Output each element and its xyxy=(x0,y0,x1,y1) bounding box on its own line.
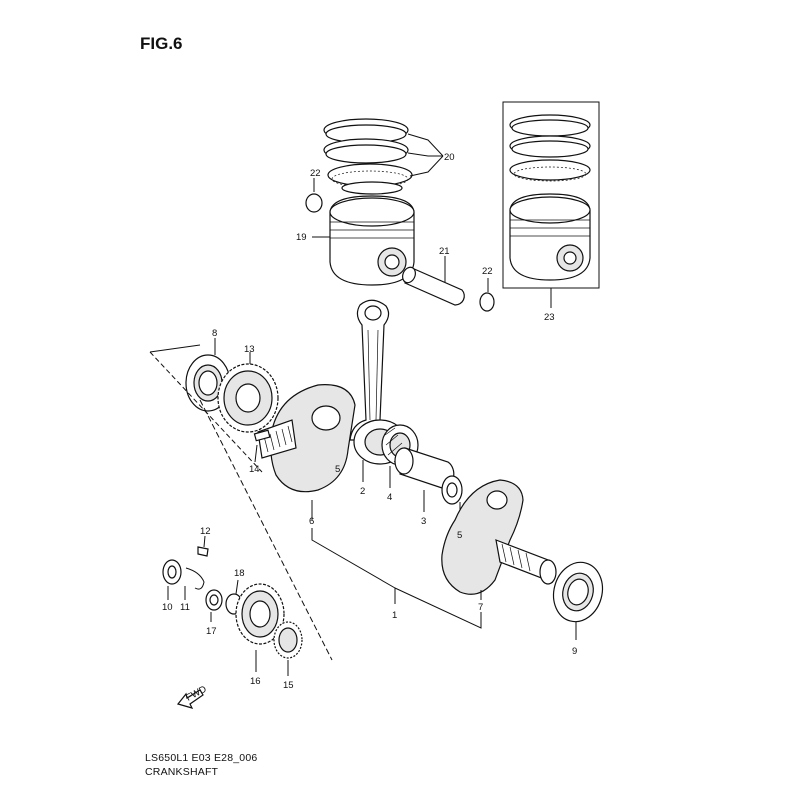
figure-code: LS650L1 E03 E28_006 xyxy=(145,752,258,764)
crankshaft-bearing-right xyxy=(552,561,604,640)
figure-name: CRANKSHAFT xyxy=(145,766,219,778)
thrust-washer-right xyxy=(441,475,463,526)
callout-8: 8 xyxy=(212,328,217,339)
callout-4: 4 xyxy=(387,492,392,503)
washer-and-spacer xyxy=(205,579,243,622)
callout-1: 1 xyxy=(392,610,397,621)
woodruff-key xyxy=(253,429,271,463)
crankshaft-right-half xyxy=(441,479,557,600)
crankshaft-left-half xyxy=(257,384,356,520)
piston xyxy=(312,195,415,286)
callout-5-right: 5 xyxy=(457,530,462,541)
callout-22-left: 22 xyxy=(310,168,321,179)
callout-21: 21 xyxy=(439,246,450,257)
callout-3: 3 xyxy=(421,516,426,527)
callout-13: 13 xyxy=(244,344,255,355)
alignment-lines xyxy=(149,344,333,661)
callout-17: 17 xyxy=(206,626,217,637)
callout-18: 18 xyxy=(234,568,245,579)
callout-22-right: 22 xyxy=(482,266,493,277)
piston-pin-circlip-right xyxy=(479,278,495,312)
piston-pin xyxy=(402,256,465,306)
callout-16: 16 xyxy=(250,676,261,687)
primary-drive-gear xyxy=(217,352,279,433)
callout-9: 9 xyxy=(572,646,577,657)
callout-11: 11 xyxy=(180,602,190,613)
assembly-bracket xyxy=(311,528,482,629)
callout-20: 20 xyxy=(444,152,455,163)
forward-arrow-icon: FWD xyxy=(176,684,209,709)
piston-pin-circlip-left xyxy=(305,178,323,213)
sprocket-gear xyxy=(273,621,303,676)
callout-2: 2 xyxy=(360,486,365,497)
callout-6: 6 xyxy=(309,516,314,527)
callout-14: 14 xyxy=(249,464,260,475)
callout-labels: 20 22 19 21 22 23 8 13 14 5 2 4 6 3 5 12… xyxy=(162,152,577,691)
callout-23: 23 xyxy=(544,312,555,323)
small-hardware xyxy=(162,535,209,600)
piston-set-box xyxy=(502,101,600,308)
piston-rings xyxy=(323,118,413,195)
callout-5-left: 5 xyxy=(335,464,340,475)
callout-19: 19 xyxy=(296,232,307,243)
callout-15: 15 xyxy=(283,680,294,691)
figure-title: FIG.6 xyxy=(140,34,183,53)
cam-drive-gear xyxy=(235,583,285,672)
callout-12: 12 xyxy=(200,526,211,537)
callout-7: 7 xyxy=(478,602,483,613)
callout-10: 10 xyxy=(162,602,173,613)
fwd-label: FWD xyxy=(184,684,208,704)
